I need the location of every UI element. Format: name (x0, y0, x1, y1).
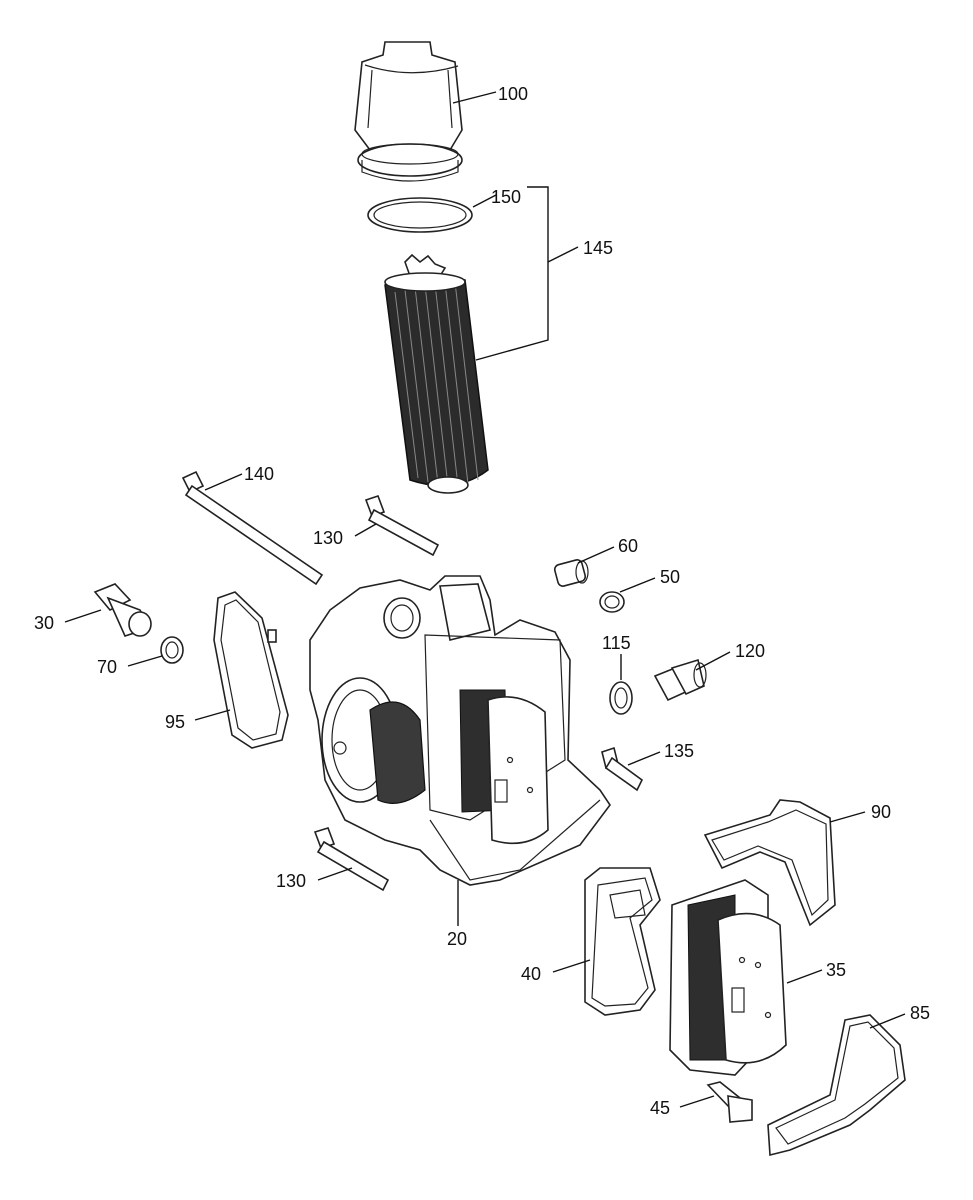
part-filter-element (384, 253, 489, 494)
part-bolt-45 (706, 1081, 753, 1123)
callout-100: 100 (498, 84, 528, 104)
part-bolt-130-upper (364, 494, 440, 557)
part-bolt-130-lower (313, 827, 390, 892)
callout-90: 90 (871, 802, 891, 822)
callout-150: 150 (491, 187, 521, 207)
callout-135: 135 (664, 741, 694, 761)
callout-30: 30 (34, 613, 54, 633)
part-gasket-90 (703, 799, 836, 927)
part-housing-20 (309, 575, 611, 886)
callout-40: 40 (521, 964, 541, 984)
callout-140: 140 (244, 464, 274, 484)
part-fitting-120 (653, 658, 707, 702)
callout-70: 70 (97, 657, 117, 677)
part-oil-cooler-35 (669, 879, 787, 1076)
callout-130-upper: 130 (313, 528, 343, 548)
part-seal-ring-50 (599, 591, 625, 613)
part-gasket-95 (213, 591, 289, 749)
part-o-ring-70 (160, 636, 184, 664)
callout-95: 95 (165, 712, 185, 732)
callout-20: 20 (447, 929, 467, 949)
callout-85: 85 (910, 1003, 930, 1023)
part-sensor-30 (93, 583, 152, 637)
part-gasket-40 (584, 867, 661, 1016)
part-filter-cap (354, 41, 463, 182)
callout-50: 50 (660, 567, 680, 587)
callout-115: 115 (602, 633, 631, 653)
part-gasket-85 (767, 1014, 906, 1157)
callout-145: 145 (583, 238, 613, 258)
leader-lines (64, 91, 906, 1108)
callout-60: 60 (618, 536, 638, 556)
callout-120: 120 (735, 641, 765, 661)
callout-labels: 100 150 145 140 130 60 50 30 70 115 120 … (34, 84, 930, 1118)
part-o-ring-150 (367, 197, 473, 233)
callout-130-lower: 130 (276, 871, 306, 891)
part-o-ring-115 (609, 681, 633, 715)
part-bolt-135 (601, 746, 644, 792)
part-plug-60 (553, 559, 589, 587)
callout-45: 45 (650, 1098, 670, 1118)
callout-35: 35 (826, 960, 846, 980)
part-long-bolt-140 (181, 470, 324, 586)
